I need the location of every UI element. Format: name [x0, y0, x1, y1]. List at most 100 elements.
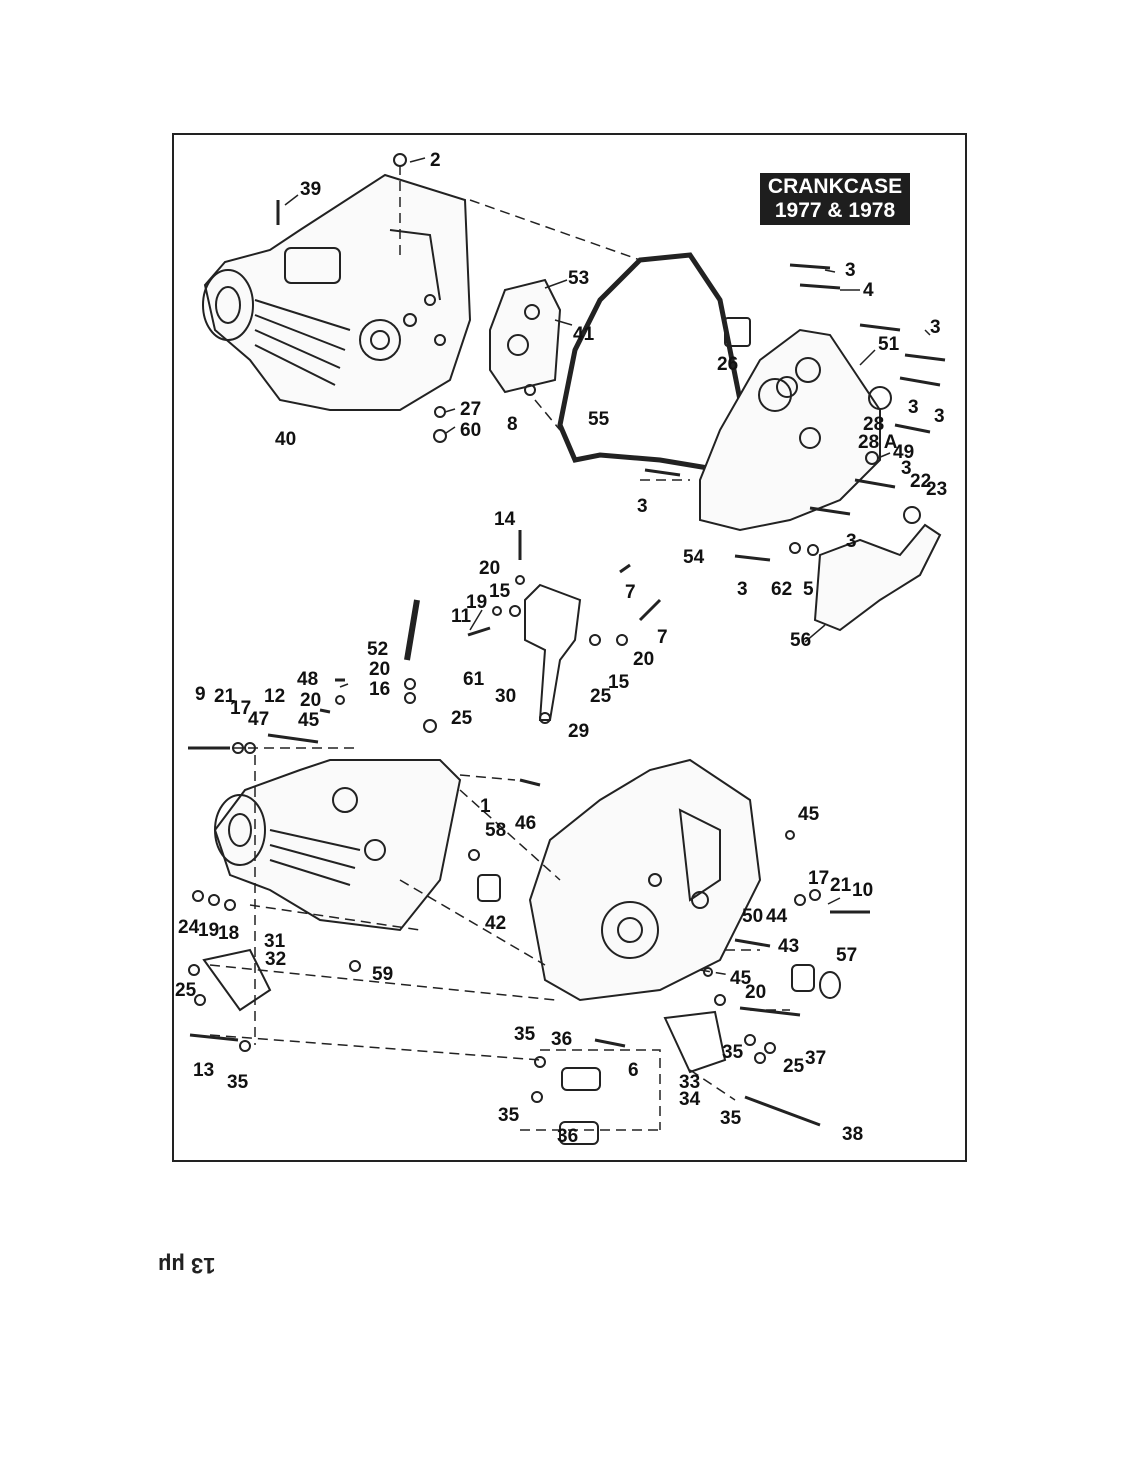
bearing-26 — [724, 317, 751, 347]
callout-51: 51 — [878, 334, 900, 355]
callout-20c: 20 — [369, 659, 390, 680]
callout-60: 60 — [460, 420, 481, 441]
callout-43: 43 — [778, 936, 799, 957]
plate-53 — [489, 278, 562, 394]
callout-35a: 35 — [227, 1072, 249, 1093]
callout-15a: 15 — [489, 581, 511, 602]
gasket-55 — [557, 252, 743, 473]
crankcase-left-half-lower — [213, 759, 462, 932]
callout-41: 41 — [573, 324, 595, 345]
title-line-2: 1977 & 1978 — [774, 199, 896, 222]
callout-25a: 25 — [590, 686, 612, 707]
spacer-36b — [559, 1121, 599, 1145]
bearing-43 — [791, 964, 815, 992]
callout-45b: 45 — [798, 804, 820, 825]
callout-17b: 17 — [808, 868, 829, 889]
title-line-1: CRANKCASE — [767, 175, 903, 198]
callout-54: 54 — [683, 547, 705, 568]
callout-13: 13 — [193, 1060, 214, 1081]
callout-61: 61 — [463, 669, 485, 690]
crankcase-left-half-upper — [202, 173, 472, 411]
page-number: 13 μμ — [158, 1253, 216, 1278]
callout-36a: 36 — [551, 1029, 572, 1050]
callout-11: 11 — [451, 606, 472, 627]
callout-14: 14 — [494, 509, 516, 530]
callout-45c: 45 — [730, 968, 752, 989]
callout-2: 2 — [430, 150, 441, 171]
callout-21b: 21 — [830, 875, 852, 896]
callout-9: 9 — [195, 684, 206, 705]
callout-52: 52 — [367, 639, 388, 660]
callout-19b: 19 — [198, 920, 219, 941]
callout-30: 30 — [495, 686, 516, 707]
callout-28a: 28 A — [858, 432, 898, 453]
bearing-42 — [477, 874, 501, 902]
callout-46: 46 — [515, 813, 536, 834]
callout-28: 28 — [863, 414, 884, 435]
callout-35c: 35 — [722, 1042, 744, 1063]
callout-33: 33 — [679, 1072, 700, 1093]
callout-3f: 3 — [637, 496, 648, 517]
callout-35b: 35 — [514, 1024, 536, 1045]
callout-19: 19 — [466, 592, 487, 613]
callout-32: 32 — [265, 949, 286, 970]
callout-42: 42 — [485, 913, 506, 934]
callout-47: 47 — [248, 709, 269, 730]
callout-16: 16 — [369, 679, 390, 700]
spacer-36a — [561, 1067, 601, 1091]
seal-57 — [819, 971, 841, 999]
callout-25c: 25 — [175, 980, 197, 1001]
callout-3b: 3 — [930, 317, 941, 338]
callout-3h: 3 — [737, 579, 748, 600]
gear-cover-54 — [699, 328, 892, 532]
callout-57: 57 — [836, 945, 857, 966]
callout-17a: 17 — [230, 698, 251, 719]
callout-48: 48 — [297, 669, 318, 690]
callout-50: 50 — [742, 906, 763, 927]
callouts: 2 39 40 27 60 53 41 8 55 3 4 3 51 26 3 3… — [175, 150, 947, 1147]
diagram-title: CRANKCASE 1977 & 1978 — [760, 173, 910, 225]
callout-38: 38 — [842, 1124, 863, 1145]
callout-39: 39 — [300, 179, 321, 200]
callout-26: 26 — [717, 354, 738, 375]
callout-25b: 25 — [451, 708, 473, 729]
callout-20b: 20 — [633, 649, 654, 670]
callout-18: 18 — [218, 923, 239, 944]
callout-12: 12 — [264, 686, 285, 707]
callout-56: 56 — [790, 630, 811, 651]
bracket-30 — [524, 583, 582, 721]
callout-20d: 20 — [300, 690, 321, 711]
callout-34: 34 — [679, 1089, 701, 1110]
callout-8: 8 — [507, 414, 518, 435]
callout-10: 10 — [852, 880, 873, 901]
callout-35d: 35 — [498, 1105, 520, 1126]
callout-1: 1 — [480, 796, 491, 817]
callout-15b: 15 — [608, 672, 630, 693]
callout-20a: 20 — [479, 558, 500, 579]
callout-3c: 3 — [908, 397, 919, 418]
callout-53: 53 — [568, 268, 589, 289]
callout-3a: 3 — [845, 260, 856, 281]
callout-24: 24 — [178, 917, 200, 938]
callout-45a: 45 — [298, 710, 320, 731]
callout-27: 27 — [460, 399, 481, 420]
callout-21a: 21 — [214, 686, 236, 707]
callout-35e: 35 — [720, 1108, 742, 1129]
callout-58: 58 — [485, 820, 506, 841]
callout-4: 4 — [863, 280, 874, 301]
callout-3g: 3 — [846, 531, 857, 552]
callout-3d: 3 — [934, 406, 945, 427]
callout-44: 44 — [766, 906, 788, 927]
callout-49: 49 — [893, 442, 914, 463]
callout-37: 37 — [805, 1048, 826, 1069]
callout-20e: 20 — [745, 982, 766, 1003]
callout-6: 6 — [628, 1060, 639, 1081]
callout-55: 55 — [588, 409, 610, 430]
callout-5: 5 — [803, 579, 814, 600]
cover-56 — [813, 523, 942, 632]
callout-7b: 7 — [657, 627, 668, 648]
callout-29: 29 — [568, 721, 589, 742]
crankcase-right-half-lower — [528, 758, 762, 1002]
callout-7a: 7 — [625, 582, 636, 603]
